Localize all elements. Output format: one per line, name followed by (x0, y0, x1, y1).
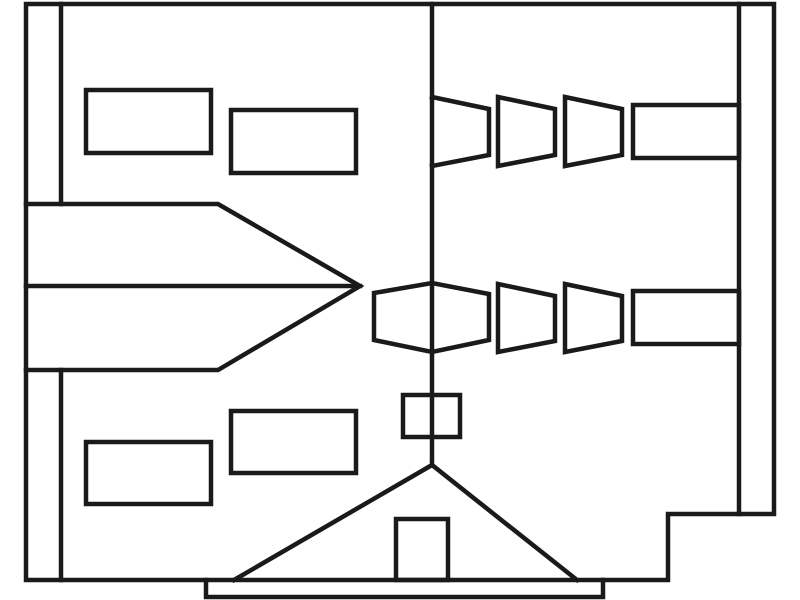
upper-tapered-panel-1 (429, 94, 492, 169)
upper-tapered-panel-2 (495, 94, 558, 169)
block-bottom-left-a (83, 439, 214, 507)
upper-end-block (630, 102, 742, 161)
lower-tapered-panel-3 (562, 281, 625, 355)
bottom-triangle (230, 462, 581, 584)
base-strip (203, 577, 606, 600)
bottom-door (393, 516, 451, 583)
upper-tapered-panel-3 (562, 94, 625, 169)
divider-box (400, 392, 463, 440)
block-top-left-b (228, 107, 359, 176)
lower-end-block (630, 288, 742, 347)
outer-boundary (23, 1, 777, 583)
lower-tapered-panel-2 (495, 281, 558, 355)
center-hexagon (371, 280, 492, 355)
block-top-left-a (83, 87, 214, 156)
block-bottom-left-b (228, 408, 359, 476)
